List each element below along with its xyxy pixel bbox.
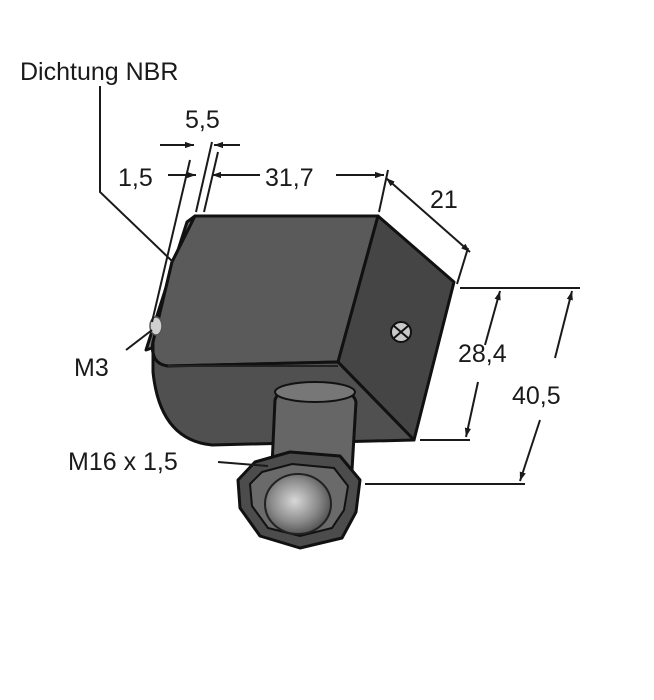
label-dim-height-body: 28,4 [458, 340, 507, 368]
label-dim-gap: 5,5 [185, 106, 220, 134]
label-dim-width: 31,7 [265, 164, 314, 192]
label-dim-height-total: 40,5 [512, 382, 561, 410]
screw-head [390, 321, 412, 343]
dimension-lines [99, 86, 580, 485]
label-seal: Dichtung NBR [20, 58, 178, 86]
label-thread: M16 x 1,5 [68, 448, 178, 476]
label-dim-seal: 1,5 [118, 164, 153, 192]
cable-gland [236, 381, 362, 550]
label-dim-depth: 21 [430, 186, 458, 214]
label-screw: M3 [74, 354, 109, 382]
gland-opening [264, 473, 332, 535]
